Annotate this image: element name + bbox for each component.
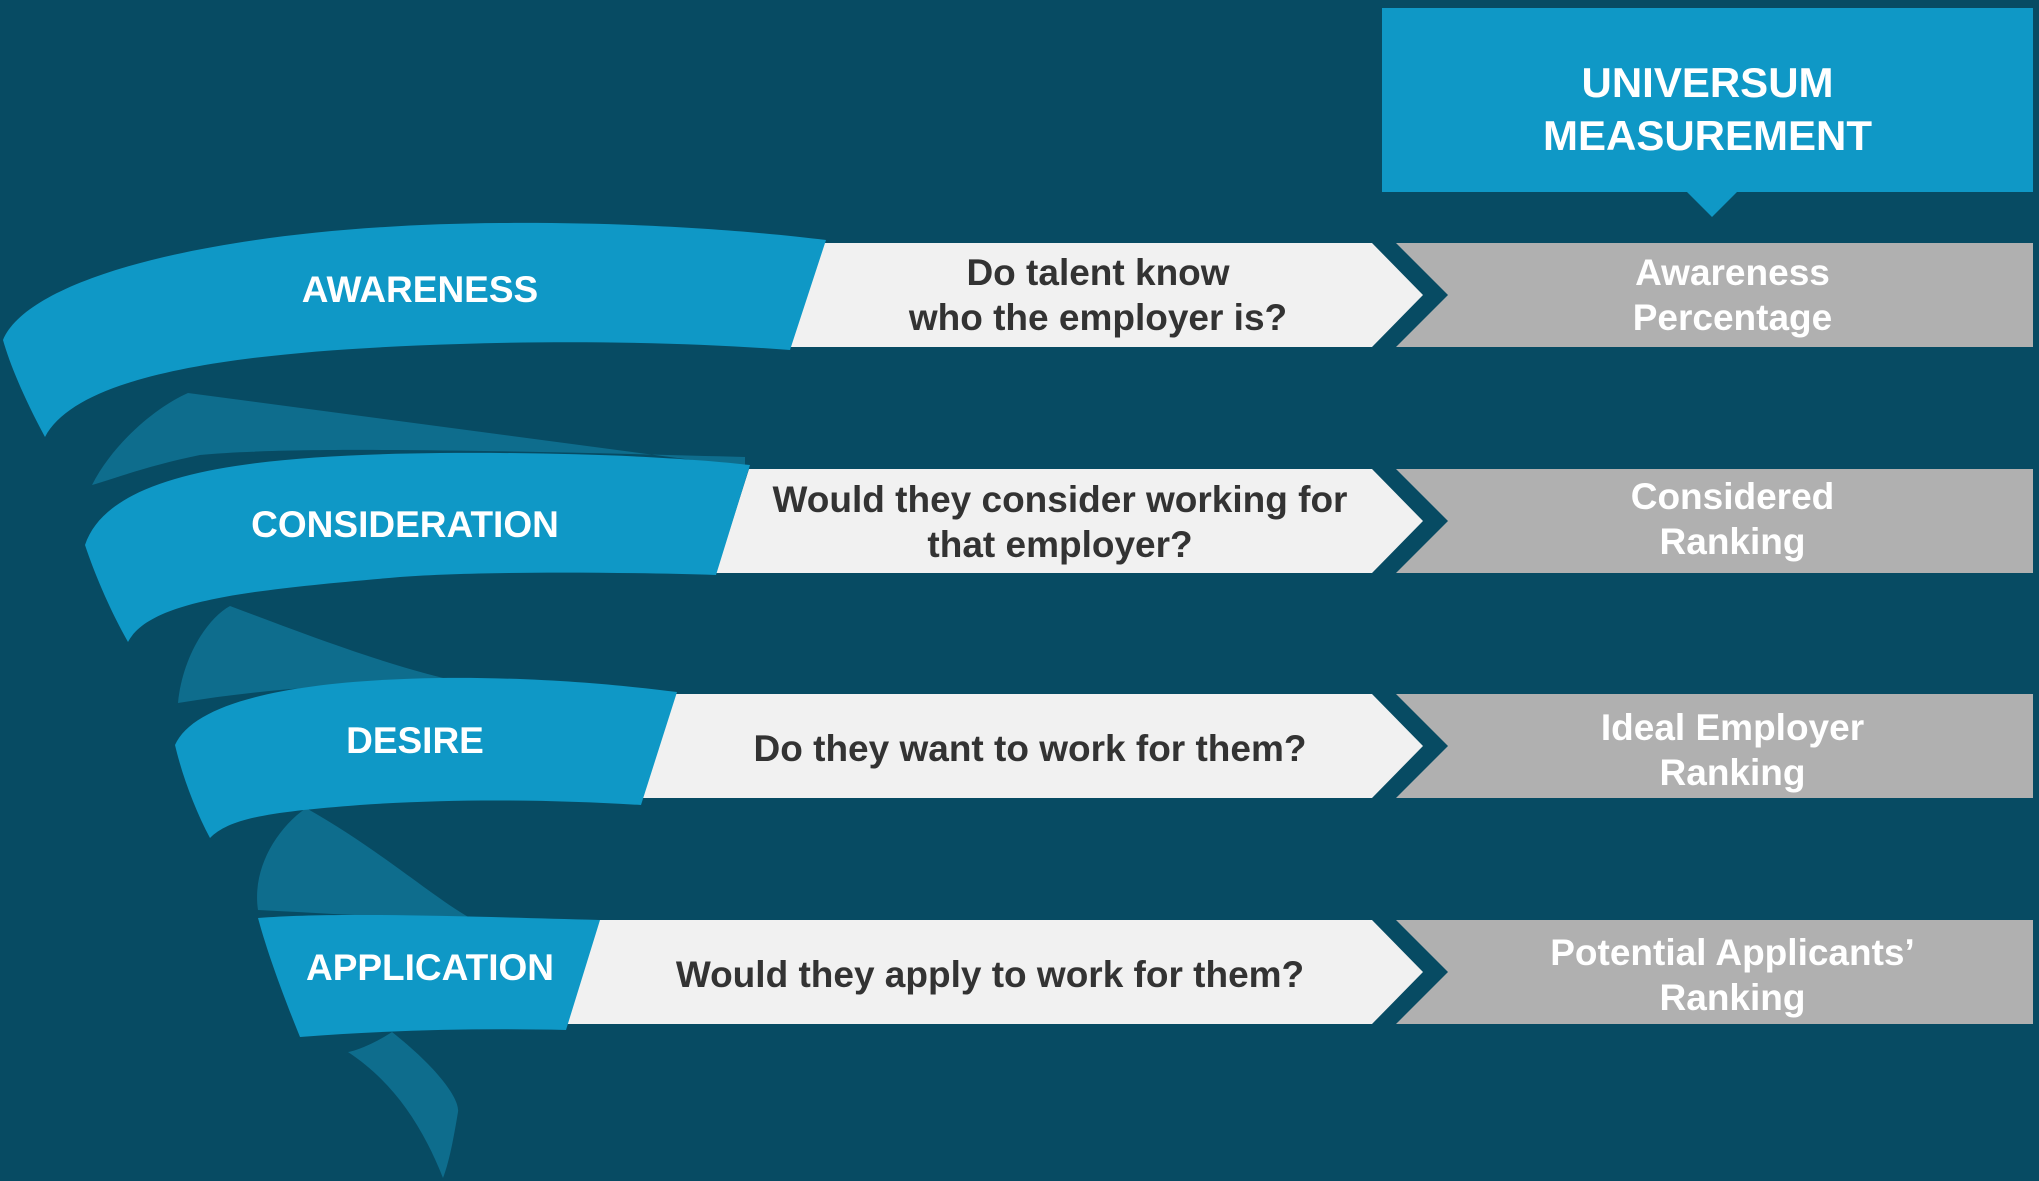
ribbon-twist-3 — [257, 808, 470, 918]
stage-label-desire: DESIRE — [346, 720, 484, 761]
question-band-desire — [641, 694, 1423, 798]
measure-desire: Ideal Employer Ranking — [1600, 707, 1865, 793]
question-consideration: Would they consider working for that emp… — [772, 479, 1348, 565]
question-awareness: Do talent know who the employer is? — [908, 252, 1288, 338]
question-application: Would they apply to work for them? — [675, 954, 1305, 995]
header-pointer — [1686, 191, 1738, 217]
ribbon-desire — [175, 677, 677, 838]
header-title: UNIVERSUM MEASUREMENT — [1542, 59, 1872, 159]
question-band-application — [566, 920, 1423, 1024]
question-desire: Do they want to work for them? — [753, 728, 1307, 769]
measure-band-desire — [1396, 694, 2033, 798]
measure-band-awareness — [1396, 243, 2033, 347]
measure-band-application — [1396, 920, 2033, 1024]
universum-measurement-header: UNIVERSUM MEASUREMENT — [1382, 8, 2033, 192]
stage-label-awareness: AWARENESS — [301, 269, 539, 310]
ribbon-tail — [348, 1032, 459, 1178]
ribbon-twist-2 — [178, 606, 470, 703]
measure-band-consideration — [1396, 469, 2033, 573]
question-band-awareness — [790, 243, 1423, 347]
ribbon-consideration — [85, 452, 750, 642]
measure-consideration: Considered Ranking — [1630, 476, 1835, 562]
stage-label-consideration: CONSIDERATION — [251, 504, 559, 545]
measure-application: Potential Applicants’ Ranking — [1550, 932, 1915, 1018]
ribbon-application — [258, 914, 600, 1037]
stage-label-application: APPLICATION — [305, 947, 555, 988]
ribbon-twist-1 — [92, 393, 745, 485]
measure-awareness: Awareness Percentage — [1632, 252, 1833, 338]
ribbon-awareness — [3, 222, 826, 437]
question-band-consideration — [716, 469, 1423, 573]
